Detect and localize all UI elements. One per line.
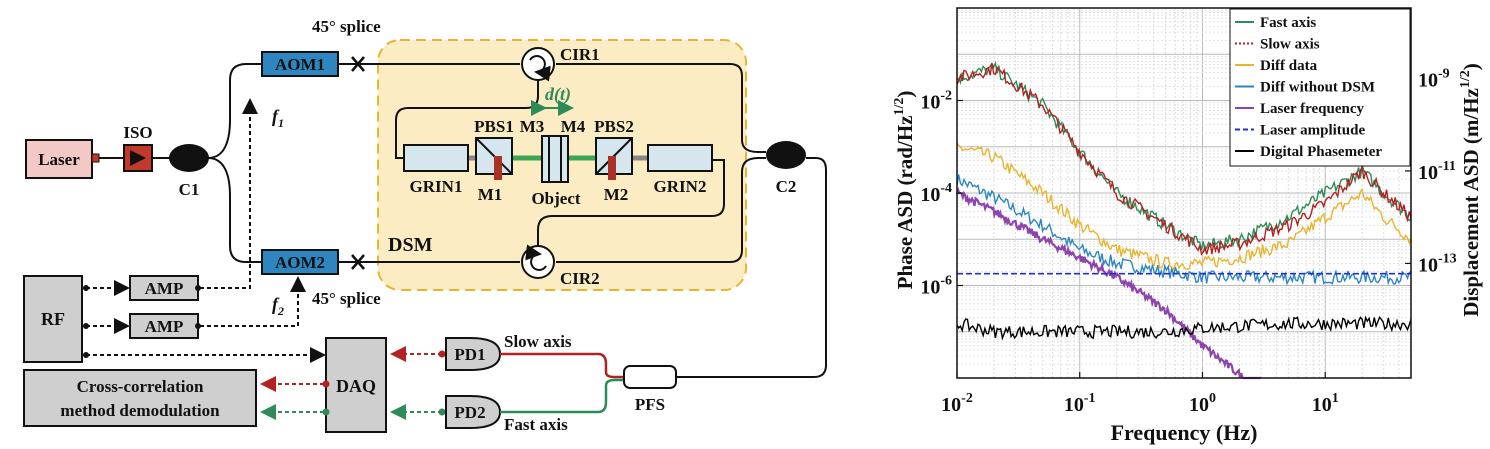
fast-axis-label: Fast axis [504, 415, 568, 434]
m2-label: M2 [604, 185, 629, 204]
y-tick-label: 10-2 [920, 89, 952, 114]
legend-label: Slow axis [1260, 37, 1320, 53]
legend-label: Laser frequency [1260, 101, 1365, 117]
splice-bottom-label: 45° splice [312, 289, 381, 308]
demod-line1: Cross-correlation [77, 377, 204, 396]
aom1-box [261, 51, 339, 77]
x-tick-label: 100 [1189, 391, 1216, 416]
daq-box [325, 337, 387, 433]
pd1-label: PD1 [454, 345, 485, 364]
amp2-label: AMP [145, 317, 184, 336]
slow-axis-label: Slow axis [504, 332, 572, 351]
pbs2-cube [595, 137, 633, 180]
laser-label: Laser [38, 150, 80, 169]
series-slow-axis [956, 62, 1412, 256]
m1-label: M1 [478, 185, 503, 204]
circulator-cir1 [521, 47, 555, 82]
grin2-label: GRIN2 [654, 177, 707, 196]
pfs-box [623, 365, 677, 389]
dsm-label: DSM [388, 234, 433, 256]
grin1-box [403, 144, 469, 172]
legend-label: Laser amplitude [1260, 123, 1365, 139]
pbs2-label: PBS2 [594, 117, 634, 136]
legend-label: Diff without DSM [1260, 80, 1375, 96]
y2-tick-label: 10-13 [1418, 251, 1457, 276]
laser-box [25, 139, 93, 179]
pbs1-label: PBS1 [474, 117, 514, 136]
f2-label: f2 [272, 294, 284, 318]
daq-label: DAQ [336, 376, 376, 396]
series-digital-phasemeter [956, 315, 1412, 341]
legend-label: Diff data [1260, 58, 1318, 74]
aom2-label: AOM2 [275, 253, 325, 272]
object-mirrors [541, 135, 569, 183]
f1-label: f1 [272, 106, 284, 130]
aom1-label: AOM1 [275, 55, 325, 74]
legend-label: Digital Phasemeter [1260, 144, 1382, 160]
legend-label: Fast axis [1260, 15, 1316, 31]
x-tick-label: 10-1 [1064, 391, 1096, 416]
coupler-c2 [766, 141, 806, 169]
y-axis-label: Phase ASD (rad/Hz1/2) [892, 91, 917, 290]
aom2-box [261, 249, 339, 275]
c1-label: C1 [179, 180, 200, 199]
y2-tick-label: 10-9 [1418, 66, 1450, 91]
amp1-label: AMP [145, 279, 184, 298]
dt-label: d(t) [545, 84, 571, 105]
cir2-label: CIR2 [560, 269, 600, 288]
x-tick-label: 10-2 [941, 391, 973, 416]
demod-line2: method demodulation [60, 401, 220, 420]
demodulation-box [23, 369, 257, 427]
y-tick-label: 10-6 [920, 274, 952, 299]
circulator-cir2 [521, 244, 555, 279]
y2-tick-label: 10-11 [1418, 159, 1456, 184]
chart-series [955, 60, 1412, 380]
pbs1-cube [475, 137, 513, 180]
series-fast-axis [956, 60, 1412, 253]
c2-label: C2 [776, 177, 797, 196]
m4-label: M4 [561, 117, 586, 136]
series-diff-data [956, 142, 1412, 271]
pd2-label: PD2 [454, 403, 485, 422]
grin1-label: GRIN1 [410, 177, 463, 196]
cir1-label: CIR1 [560, 45, 600, 64]
object-label: Object [531, 189, 580, 208]
pfs-label: PFS [635, 395, 665, 414]
rf-box [23, 275, 83, 363]
splice-top-label: 45° splice [312, 17, 381, 36]
x-tick-label: 101 [1312, 391, 1339, 416]
m3-label: M3 [520, 117, 545, 136]
grin2-box [647, 144, 713, 172]
x-axis-label: Frequency (Hz) [1111, 420, 1258, 445]
rf-label: RF [41, 309, 65, 329]
y-tick-label: 10-4 [920, 181, 952, 206]
series-laser-frequency [955, 186, 1261, 380]
coupler-c1 [169, 144, 209, 172]
iso-label: ISO [123, 123, 152, 142]
y2-axis-label: Displacement ASD (m/Hz1/2) [1458, 63, 1483, 317]
